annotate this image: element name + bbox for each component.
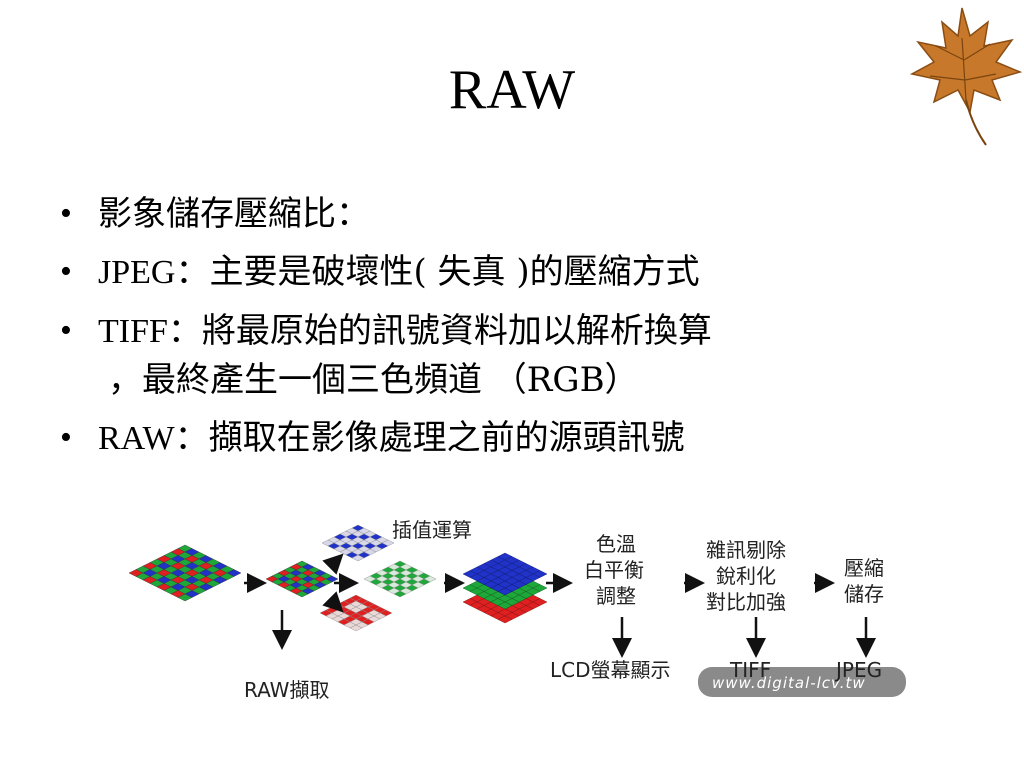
bullet-item-4: • RAW：擷取在影像處理之前的源頭訊號	[60, 414, 960, 463]
rgb-stack	[462, 552, 548, 624]
grid-cell	[349, 624, 363, 632]
raw-pipeline-diagram: 插值運算 色溫 白平衡 調整 雜訊剔除 銳利化 對比加強 壓縮 儲存 RAW擷取…	[128, 518, 906, 702]
bullet-dot: •	[60, 253, 72, 290]
grid-cell	[295, 590, 309, 598]
bullet-item-1: • 影象儲存壓縮比：	[60, 190, 960, 238]
bayer-mosaic-large	[128, 544, 242, 602]
wb-label-2: 白平衡	[584, 558, 644, 582]
bullet-text: ：主要是破壞性( 失真 )的壓縮方式	[175, 252, 700, 292]
red-channel-grid	[319, 594, 393, 632]
bullet-dot: •	[60, 312, 72, 349]
bullet-lead: JPEG	[98, 254, 176, 291]
bullet-lead: RAW	[98, 420, 175, 457]
grid-cell	[177, 593, 193, 602]
flow-arrows	[244, 553, 876, 658]
bullet-text: 影象儲存壓縮比：	[98, 194, 370, 234]
compress-label-1: 壓縮	[844, 556, 884, 580]
tiff-label: TIFF	[729, 658, 771, 682]
bullet-lead: TIFF	[98, 313, 168, 350]
bullet-list: • 影象儲存壓縮比： • JPEG：主要是破壞性( 失真 )的壓縮方式 • TI…	[60, 190, 960, 473]
watermark-band	[698, 667, 906, 697]
grid-cell	[497, 587, 513, 596]
bullet-text: ：將最原始的訊號資料加以解析換算	[167, 311, 712, 351]
raw-capture-label: RAW擷取	[244, 678, 329, 702]
bullet-item-2: • JPEG：主要是破壞性( 失真 )的壓縮方式	[60, 248, 960, 297]
bullet-item-3: • TIFF：將最原始的訊號資料加以解析換算 ，最終產生一個三色頻道 （RGB）	[60, 307, 960, 404]
lcd-label: LCD螢幕顯示	[550, 658, 671, 682]
green-channel-grid	[363, 560, 437, 598]
bayer-mosaic-small	[265, 560, 339, 598]
wb-label-1: 色溫	[596, 532, 636, 556]
bullet-dot: •	[60, 419, 72, 456]
bullet-continuation: ，最終產生一個三色頻道 （RGB）	[108, 360, 639, 400]
maple-leaf-icon	[909, 7, 1023, 146]
bullet-text: ：擷取在影像處理之前的源頭訊號	[174, 418, 685, 458]
noise-label-1: 雜訊剔除	[706, 538, 786, 562]
grid-cell	[393, 590, 407, 598]
noise-label-2: 銳利化	[716, 564, 776, 588]
blue-channel-grid	[321, 524, 395, 562]
grid-cell	[497, 615, 513, 624]
compress-label-2: 儲存	[844, 582, 884, 606]
noise-label-3: 對比加強	[706, 590, 786, 614]
watermark-text: www.digital-lcv.tw	[712, 674, 866, 692]
bullet-dot: •	[60, 195, 72, 232]
wb-label-3: 調整	[596, 584, 636, 608]
slide-title: RAW	[448, 59, 576, 121]
grid-cell	[351, 554, 365, 562]
jpeg-label: JPEG	[834, 658, 882, 682]
interp-label: 插值運算	[392, 518, 472, 542]
grid-cell	[497, 601, 513, 610]
